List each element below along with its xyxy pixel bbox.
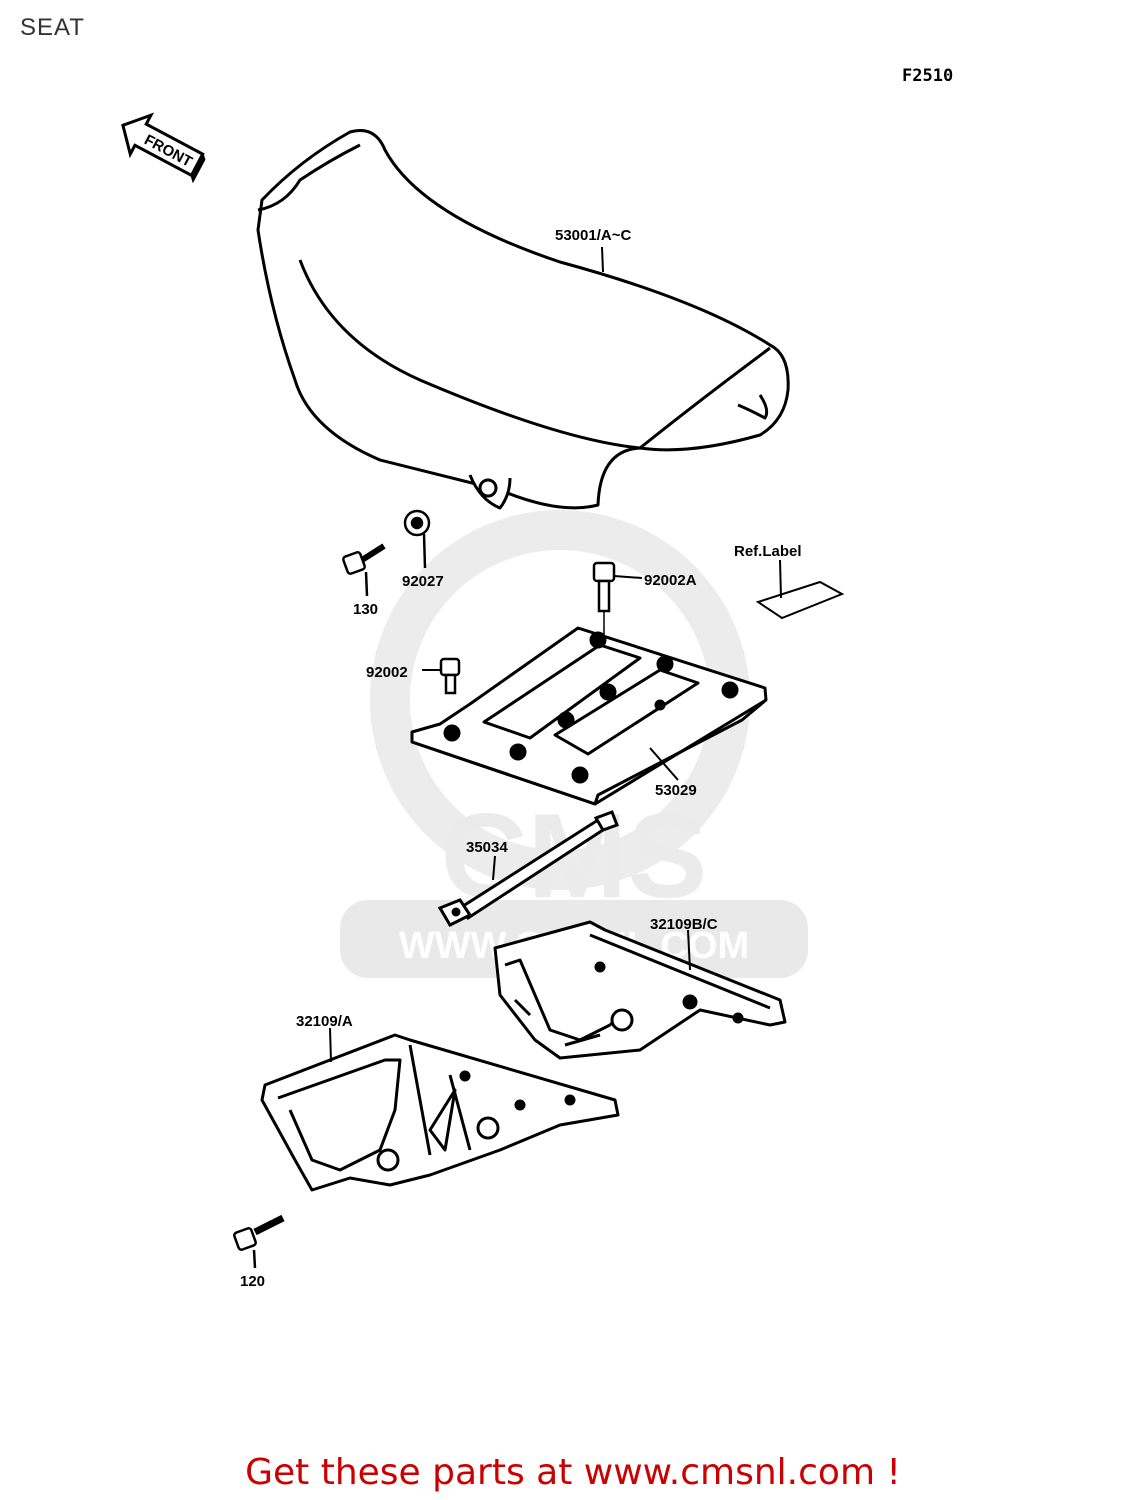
bolt-130-drawing	[342, 543, 386, 597]
plate-53029-drawing	[410, 626, 768, 806]
bolt-120-drawing	[233, 1214, 285, 1269]
label-bolt-92002: 92002	[366, 664, 408, 681]
label-strap: 35034	[466, 839, 508, 856]
bracket-32109a-drawing	[260, 1027, 620, 1192]
page-title: SEAT	[20, 14, 85, 41]
label-bracket-right: 32109B/C	[650, 916, 718, 933]
label-plate: 53029	[655, 782, 697, 799]
strap-35034-drawing	[437, 810, 619, 927]
label-bolt-92002a: 92002A	[644, 572, 697, 589]
label-collar: 92027	[402, 573, 444, 590]
label-seat: 53001/A~C	[555, 227, 631, 244]
bolt-92002-drawing	[422, 657, 461, 695]
figure-code: F2510	[902, 66, 954, 86]
label-bolt-130: 130	[353, 601, 378, 618]
label-ref-label: Ref.Label	[734, 543, 802, 560]
label-bolt-120: 120	[240, 1273, 265, 1290]
seat-drawing	[256, 129, 790, 510]
collar-92027-drawing	[403, 509, 431, 569]
footer-promo-text: Get these parts at www.cmsnl.com !	[245, 1452, 901, 1493]
front-arrow-icon: FRONT	[121, 112, 206, 184]
bracket-32109bc-drawing	[493, 920, 787, 1060]
ref-label-drawing	[755, 559, 845, 620]
label-bracket-left: 32109/A	[296, 1013, 353, 1030]
